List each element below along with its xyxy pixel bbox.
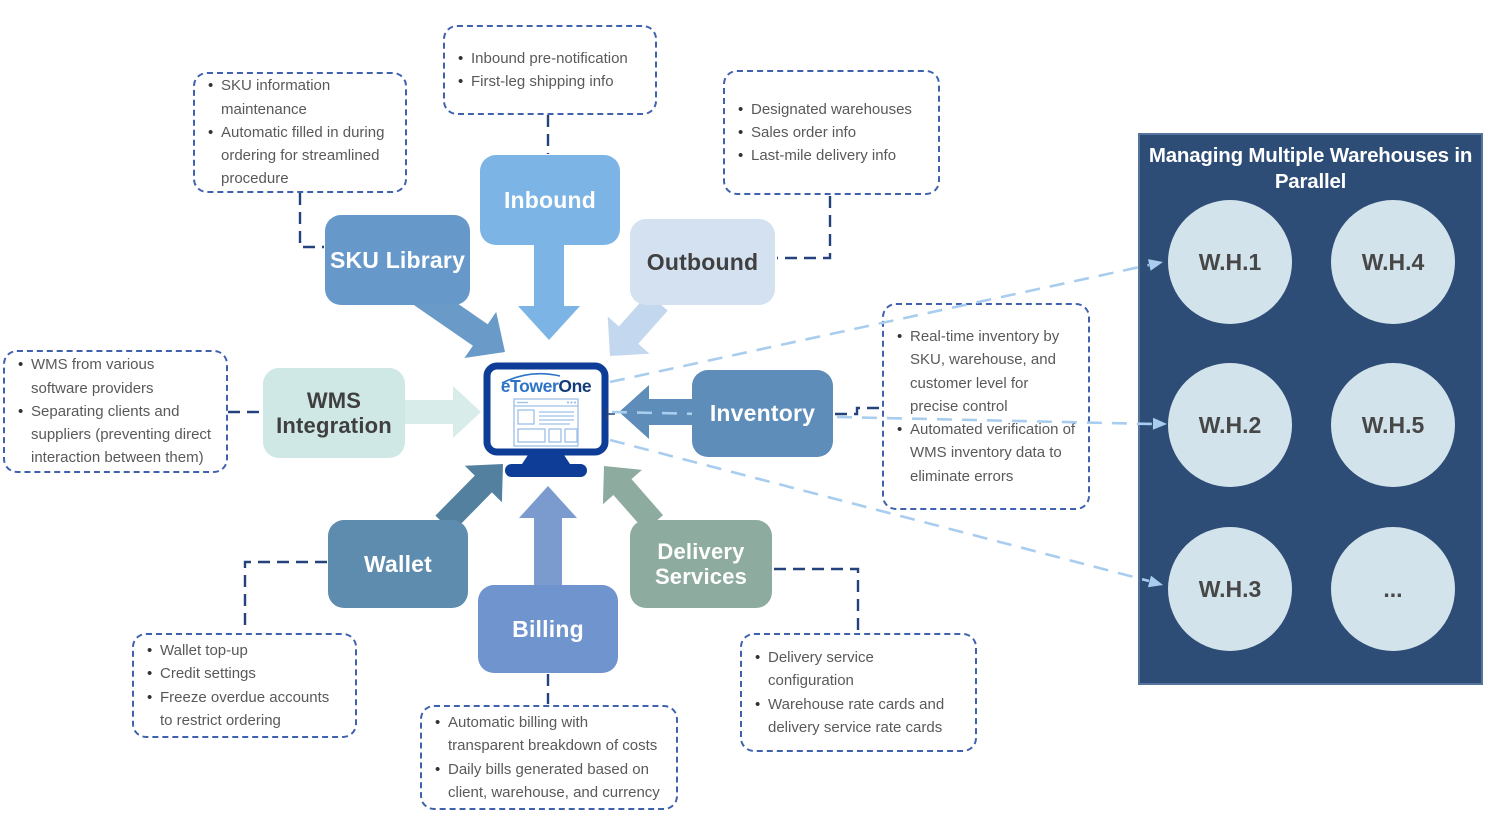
callout-connector-0 <box>298 193 324 249</box>
warehouse-label: W.H.2 <box>1198 411 1262 438</box>
callout-billing: Automatic billing with transparent break… <box>420 705 678 810</box>
callout-connector-2 <box>777 196 832 260</box>
warehouse-circle-wh2: W.H.2 <box>1168 363 1292 487</box>
module-inventory: Inventory <box>692 370 833 457</box>
inventory-arrow <box>619 385 694 439</box>
bullet-item: Automated verification of WMS inventory … <box>896 418 1076 488</box>
callout-connector-5 <box>243 560 327 632</box>
callout-inventory: Real-time inventory by SKU, warehouse, a… <box>882 303 1090 510</box>
bullet-item: Credit settings <box>146 662 343 686</box>
module-delivery-services: Delivery Services <box>630 520 772 608</box>
module-label: WMS Integration <box>276 387 392 438</box>
bullet-list: Automatic billing with transparent break… <box>434 711 664 804</box>
module-outbound: Outbound <box>630 219 775 305</box>
warehouse-label: W.H.4 <box>1361 248 1425 275</box>
module-label: SKU Library <box>329 246 466 273</box>
warehouse-circle-wh3: W.H.3 <box>1168 527 1292 651</box>
module-label: Delivery Services <box>654 538 748 589</box>
warehouse-label: W.H.3 <box>1198 575 1262 602</box>
bullet-list: Wallet top-up Credit settings Freeze ove… <box>146 639 343 732</box>
bullet-item: Freeze overdue accounts to restrict orde… <box>146 686 343 733</box>
warehouse-circle-wh5: W.H.5 <box>1331 363 1455 487</box>
warehouse-label: W.H.1 <box>1198 248 1262 275</box>
module-billing: Billing <box>478 585 618 673</box>
module-inbound: Inbound <box>480 155 620 245</box>
warehouses-panel: Managing Multiple Warehouses in Parallel… <box>1138 133 1483 685</box>
module-label: Inbound <box>503 186 597 213</box>
bullet-item: WMS from various software providers <box>17 353 214 400</box>
etowerone-logo: eTowerOne <box>487 376 605 397</box>
bullet-item: Wallet top-up <box>146 639 343 663</box>
callout-sku-library: SKU information maintenance Automatic fi… <box>193 72 407 193</box>
bullet-item: Delivery service configuration <box>754 646 963 693</box>
bullet-list: Real-time inventory by SKU, warehouse, a… <box>896 325 1076 488</box>
wms-integration-arrow <box>404 386 481 438</box>
callout-delivery-services: Delivery service configuration Warehouse… <box>740 633 977 752</box>
module-label: Outbound <box>646 248 759 275</box>
bullet-item: Designated warehouses <box>737 98 912 122</box>
screen-wireframe <box>513 398 579 447</box>
logo-text-one: One <box>558 376 592 396</box>
bullet-list: Designated warehouses Sales order info L… <box>737 98 912 168</box>
module-label: Billing <box>512 615 584 642</box>
bullet-item: First-leg shipping info <box>457 70 628 94</box>
warehouse-label: ... <box>1383 575 1403 602</box>
panel-title: Managing Multiple Warehouses in Parallel <box>1148 144 1473 193</box>
module-wms-integration: WMS Integration <box>263 368 405 458</box>
billing-arrow <box>519 486 577 585</box>
bullet-list: SKU information maintenance Automatic fi… <box>207 74 393 190</box>
bullet-item: Real-time inventory by SKU, warehouse, a… <box>896 325 1076 418</box>
wallet-arrow <box>435 464 503 533</box>
warehouse-circle-more: ... <box>1331 527 1455 651</box>
bullet-item: Separating clients and suppliers (preven… <box>17 400 214 470</box>
warehouse-circle-wh4: W.H.4 <box>1331 200 1455 324</box>
module-label: Wallet <box>363 550 433 577</box>
module-sku-library: SKU Library <box>325 215 470 305</box>
bullet-item: Last-mile delivery info <box>737 144 912 168</box>
callout-wms-integration: WMS from various software providers Sepa… <box>3 350 228 473</box>
callout-wallet: Wallet top-up Credit settings Freeze ove… <box>132 633 357 738</box>
etowerone-monitor-icon <box>483 362 615 477</box>
bullet-item: SKU information maintenance <box>207 74 393 121</box>
module-label: Inventory <box>709 400 816 427</box>
module-wallet: Wallet <box>328 520 468 608</box>
bullet-item: Warehouse rate cards and delivery servic… <box>754 693 963 740</box>
callout-connector-7 <box>774 567 860 632</box>
warehouse-label: W.H.5 <box>1361 411 1425 438</box>
callout-connector-4 <box>835 406 881 416</box>
bullet-item: Sales order info <box>737 121 912 145</box>
inbound-arrow <box>518 244 580 340</box>
bullet-item: Automatic filled in during ordering for … <box>207 121 393 191</box>
bullet-item: Inbound pre-notification <box>457 47 628 71</box>
bullet-list: Inbound pre-notification First-leg shipp… <box>457 47 628 94</box>
bullet-list: WMS from various software providers Sepa… <box>17 353 214 469</box>
logo-text-etower: eTower <box>500 376 559 396</box>
bullet-list: Delivery service configuration Warehouse… <box>754 646 963 739</box>
callout-inbound: Inbound pre-notification First-leg shipp… <box>443 25 657 115</box>
logo-swoosh <box>501 372 561 384</box>
callout-outbound: Designated warehouses Sales order info L… <box>723 70 940 195</box>
bullet-item: Automatic billing with transparent break… <box>434 711 664 758</box>
warehouse-circle-wh1: W.H.1 <box>1168 200 1292 324</box>
bullet-item: Daily bills generated based on client, w… <box>434 758 664 805</box>
